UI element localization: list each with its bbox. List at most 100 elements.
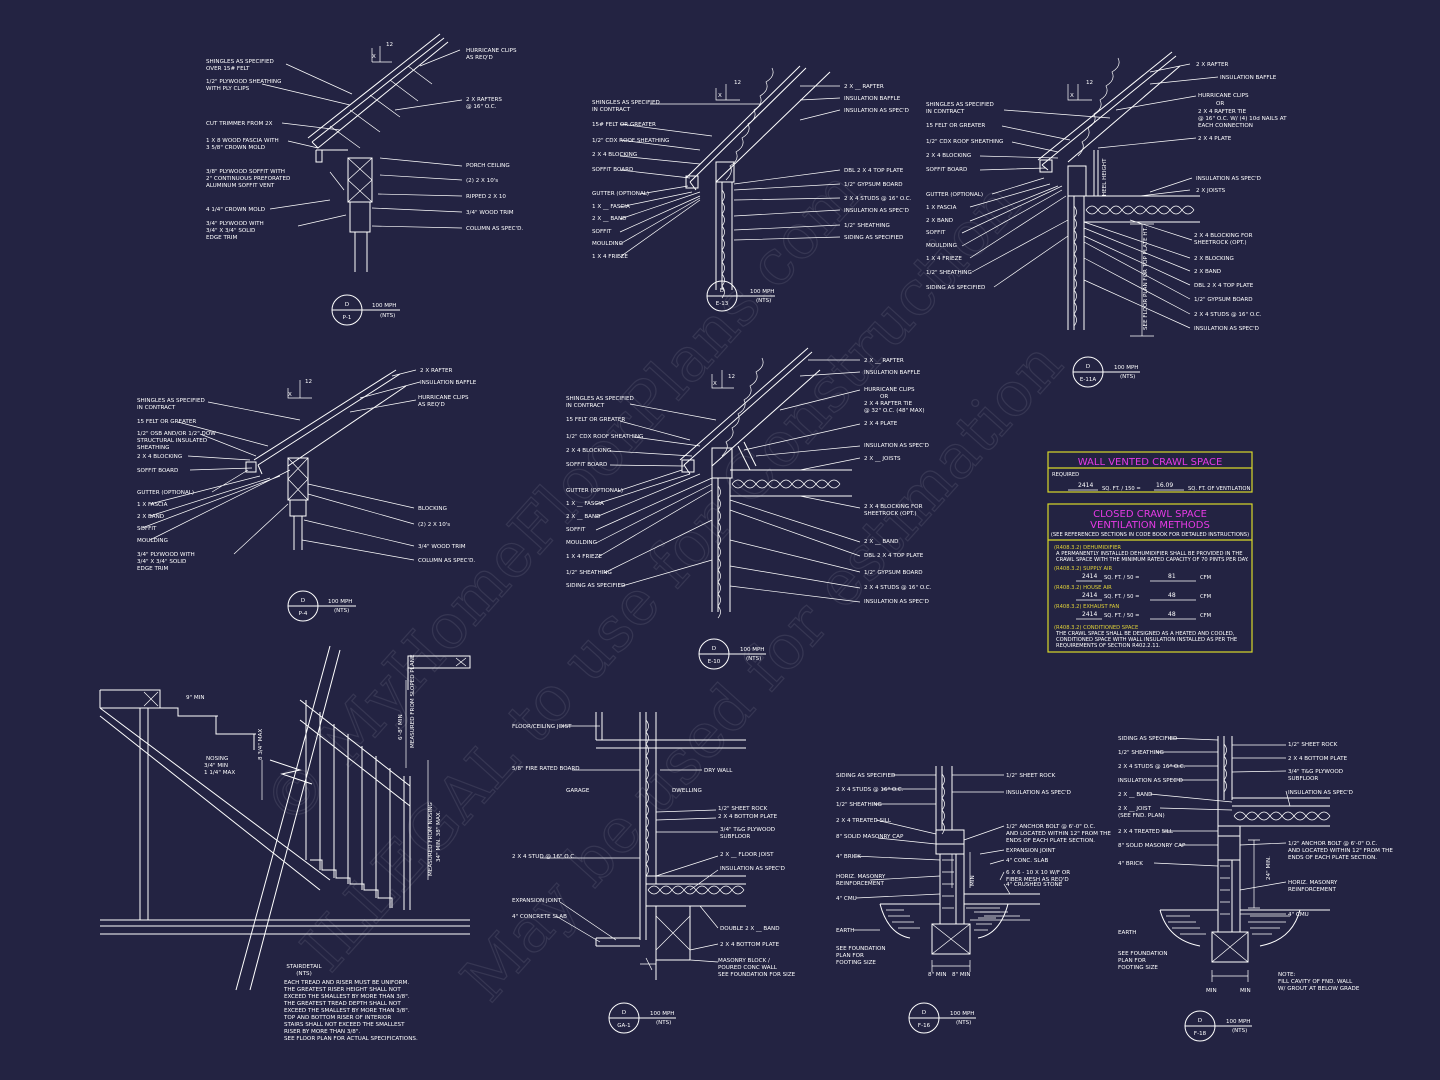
closed-title-1: CLOSED CRAWL SPACE xyxy=(1093,509,1207,520)
f18-tag-top: D xyxy=(1198,1018,1202,1024)
f16-label-left-7: REINFORCEMENT xyxy=(836,881,884,887)
p1-label-left-9: ALUMINUM SOFFIT VENT xyxy=(206,183,275,189)
e10-label-left-11: 1 X 4 FRIEZE xyxy=(566,554,602,560)
e10-label-left-10: MOULDING xyxy=(566,540,597,546)
ga1-tag-top: D xyxy=(622,1010,626,1016)
e11a-label-left-13: SIDING AS SPECIFIED xyxy=(926,285,985,291)
closed-crawl-table: CLOSED CRAWL SPACE VENTILATION METHODS (… xyxy=(1047,503,1253,653)
f18-label-left-13: FOOTING SIZE xyxy=(1118,965,1158,971)
f16-label-right-2: 1/2" ANCHOR BOLT @ 6'-0" O.C. xyxy=(1006,824,1095,830)
e13-label-right-5: 2 X 4 STUDS @ 16" O.C. xyxy=(844,196,912,202)
p1-label-left-4: CUT TRIMMER FROM 2X xyxy=(206,121,273,127)
p4-label-right-7: COLUMN AS SPEC'D. xyxy=(418,558,475,564)
method-4-line-2: REQUIREMENTS OF SECTION R402.2.11. xyxy=(1056,643,1161,649)
e10-label-right-11: 2 X __ BAND xyxy=(864,539,898,545)
p4-label-left-2: 15 FELT OR GREATER xyxy=(137,419,196,425)
f16-label-left-12: FOOTING SIZE xyxy=(836,960,876,966)
e11a-label-left-0: SHINGLES AS SPECIFIED xyxy=(926,102,994,108)
e13-wind: 100 MPH xyxy=(750,289,774,295)
crawl-title: WALL VENTED CRAWL SPACE xyxy=(1078,457,1223,468)
method-4-line-0: THE CRAWL SPACE SHALL BE DESIGNED AS A H… xyxy=(1055,631,1235,637)
method-3-unit: SQ. FT. / 50 = xyxy=(1104,613,1139,619)
p1-label-left-3: WITH PLY CLIPS xyxy=(206,86,250,92)
p1-label-right-5: (2) 2 X 10's xyxy=(466,178,498,184)
e13-tag-top: D xyxy=(720,288,724,294)
p4-label-left-3: 1/2" OSB AND/OR 1/2" DOW xyxy=(137,431,216,437)
e13-label-right-6: INSULATION AS SPEC'D xyxy=(844,208,909,214)
f18-label-left-7: 2 X 4 TREATED SILL xyxy=(1118,829,1174,835)
e13-label-left-3: 1/2" CDX ROOF SHEATHING xyxy=(592,138,669,144)
e11a-label-right-15: 1/2" GYPSUM BOARD xyxy=(1194,297,1253,303)
p1-label-left-2: 1/2" PLYWOOD SHEATHING xyxy=(206,79,281,85)
stair-note-0: EACH TREAD AND RISER MUST BE UNIFORM. xyxy=(284,980,409,986)
f18-label-right-3: SUBFLOOR xyxy=(1288,776,1318,782)
p1-label-left-11: 3/4" PLYWOOD WITH xyxy=(206,221,264,227)
f16-scale: (NTS) xyxy=(956,1020,971,1026)
ga1-label-right-9: 2 X 4 BOTTOM PLATE xyxy=(720,942,780,948)
ga1-label-right-10: MASONRY BLOCK / xyxy=(718,958,770,964)
ga1-label-right-12: SEE FOUNDATION FOR SIZE xyxy=(718,972,796,978)
p1-label-right-6: RIPPED 2 X 10 xyxy=(466,194,506,200)
f16-tag-top: D xyxy=(922,1010,926,1016)
e13-label-left-2: 15# FELT OR GREATER xyxy=(592,122,656,128)
e13-label-left-6: GUTTER (OPTIONAL) xyxy=(592,191,649,197)
e11a-tag-top: D xyxy=(1086,364,1090,370)
e13-tag-bottom: E-13 xyxy=(716,301,729,307)
ga1-label-right-4: 3/4" T&G PLYWOOD xyxy=(720,827,775,833)
f18-scale: (NTS) xyxy=(1232,1028,1247,1034)
p4-label-left-15: EDGE TRIM xyxy=(137,566,168,572)
f18-label-left-11: SEE FOUNDATION xyxy=(1118,951,1168,957)
p1-label-right-4: PORCH CEILING xyxy=(466,163,510,169)
f16-label-left-9: EARTH xyxy=(836,928,854,934)
e13-label-left-10: MOULDING xyxy=(592,241,623,247)
e13-label-right-4: 1/2" GYPSUM BOARD xyxy=(844,182,903,188)
method-1-result: 81 xyxy=(1168,573,1176,580)
crawl-required-label: REQUIRED xyxy=(1052,472,1079,478)
method-2-result: 48 xyxy=(1168,592,1176,599)
f16-label-right-4: ENDS OF EACH PLATE SECTION. xyxy=(1006,838,1095,844)
f16-label-left-4: 8" SOLID MASONRY CAP xyxy=(836,834,904,840)
closed-title-2: VENTILATION METHODS xyxy=(1090,520,1210,531)
ga1-label-left-4: EXPANSION JOINT xyxy=(512,898,562,904)
e13-label-left-0: SHINGLES AS SPECIFIED xyxy=(592,100,660,106)
p1-label-left-5: 1 X 8 WOOD FASCIA WITH xyxy=(206,138,279,144)
detail-f16: MIN 8" MIN 8" MIN SIDING AS SPECIFIED 2 … xyxy=(836,766,1111,1034)
e10-label-left-4: 2 X 4 BLOCKING xyxy=(566,448,611,454)
p1-label-right-7: 3/4" WOOD TRIM xyxy=(466,210,514,216)
svg-text:12: 12 xyxy=(305,379,312,385)
f16-label-right-9: 4" CRUSHED STONE xyxy=(1006,882,1063,888)
e11a-label-left-7: 1 X FASCIA xyxy=(926,205,957,211)
e10-tag-top: D xyxy=(712,646,716,652)
f18-label-right-4: INSULATION AS SPEC'D xyxy=(1288,790,1353,796)
e13-label-left-7: 1 X __ FASCIA xyxy=(592,204,630,210)
e10-label-right-8: 2 X __ JOISTS xyxy=(864,456,901,462)
ga1-label-right-3: 2 X 4 BOTTOM PLATE xyxy=(718,814,778,820)
p4-scale: (NTS) xyxy=(334,608,349,614)
e11a-label-left-4: 2 X 4 BLOCKING xyxy=(926,153,971,159)
e11a-wind: 100 MPH xyxy=(1114,365,1138,371)
crawl-sqft-unit: SQ. FT. / 150 = xyxy=(1102,486,1141,492)
e10-label-right-7: INSULATION AS SPEC'D xyxy=(864,443,929,449)
crawl-sqft-value: 2414 xyxy=(1078,482,1093,489)
e11a-vertical-left: HEEL HEIGHT xyxy=(1102,158,1108,196)
f16-dim-0: MIN xyxy=(970,875,976,886)
p1-label-right-3: @ 16" O.C. xyxy=(466,104,497,110)
f18-label-right-7: ENDS OF EACH PLATE SECTION. xyxy=(1288,855,1377,861)
e11a-label-left-2: 15 FELT OR GREATER xyxy=(926,123,985,129)
ga1-label-right-6: 2 X __ FLOOR JOIST xyxy=(720,852,774,858)
e10-label-left-7: 1 X __ FASCIA xyxy=(566,501,604,507)
e10-label-right-6: 2 X 4 PLATE xyxy=(864,421,898,427)
detail-stair: 9" MIN NOSING 3/4" MIN 1 1/4" MAX 8 3/4"… xyxy=(99,645,471,1042)
f16-label-left-2: 1/2" SHEATHING xyxy=(836,802,882,808)
e13-label-right-3: DBL 2 X 4 TOP PLATE xyxy=(844,168,904,174)
ga1-label-right-8: DOUBLE 2 X __ BAND xyxy=(720,926,780,932)
method-2-unit: SQ. FT. / 50 = xyxy=(1104,594,1139,600)
detail-e13: X12 SHINGLES AS SPECIFIED IN CONTRACT 15… xyxy=(592,65,912,312)
e10-label-right-13: 1/2" GYPSUM BOARD xyxy=(864,570,923,576)
p4-label-left-9: 1 X FASCIA xyxy=(137,502,168,508)
e11a-label-left-12: 1/2" SHEATHING xyxy=(926,270,972,276)
p1-label-right-2: 2 X RAFTERS xyxy=(466,97,502,103)
p1-label-left-12: 3/4" X 3/4" SOLID xyxy=(206,228,255,234)
f16-label-right-0: 1/2" SHEET ROCK xyxy=(1006,773,1056,779)
